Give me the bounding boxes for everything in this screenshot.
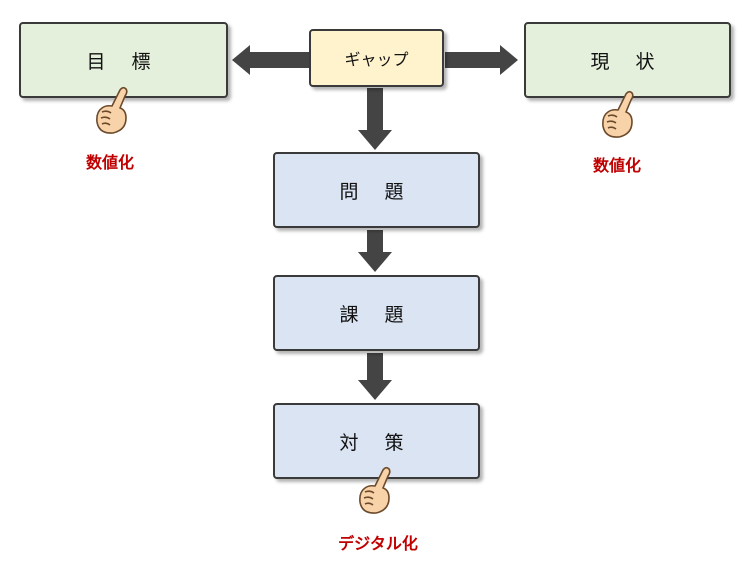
current-quantify-label: 数値化 [592,156,642,175]
measure-box-label: 対 策 [339,431,414,454]
pointing-hand-icon [96,86,128,134]
current-box-label: 現 状 [590,50,665,73]
pointing-hand-icon [359,466,391,514]
gap-box: ギャップ [309,29,444,87]
arrow-gap-to-current [445,45,518,75]
gap-box-label: ギャップ [344,50,409,69]
measure-digitize-label: デジタル化 [338,534,418,553]
arrow-gap-to-problem [358,88,392,150]
goal-box-label: 目 標 [86,50,161,73]
current-box: 現 状 [524,22,731,98]
pointing-hand-icon [602,90,634,138]
arrow-gap-to-goal [232,45,310,75]
problem-box: 問 題 [273,152,480,228]
issue-box-label: 課 題 [339,303,414,326]
arrow-issue-to-measure [358,353,392,400]
issue-box: 課 題 [273,275,480,351]
arrow-problem-to-issue [358,230,392,272]
goal-quantify-label: 数値化 [85,153,135,172]
measure-box: 対 策 [273,403,480,479]
problem-box-label: 問 題 [339,180,414,203]
